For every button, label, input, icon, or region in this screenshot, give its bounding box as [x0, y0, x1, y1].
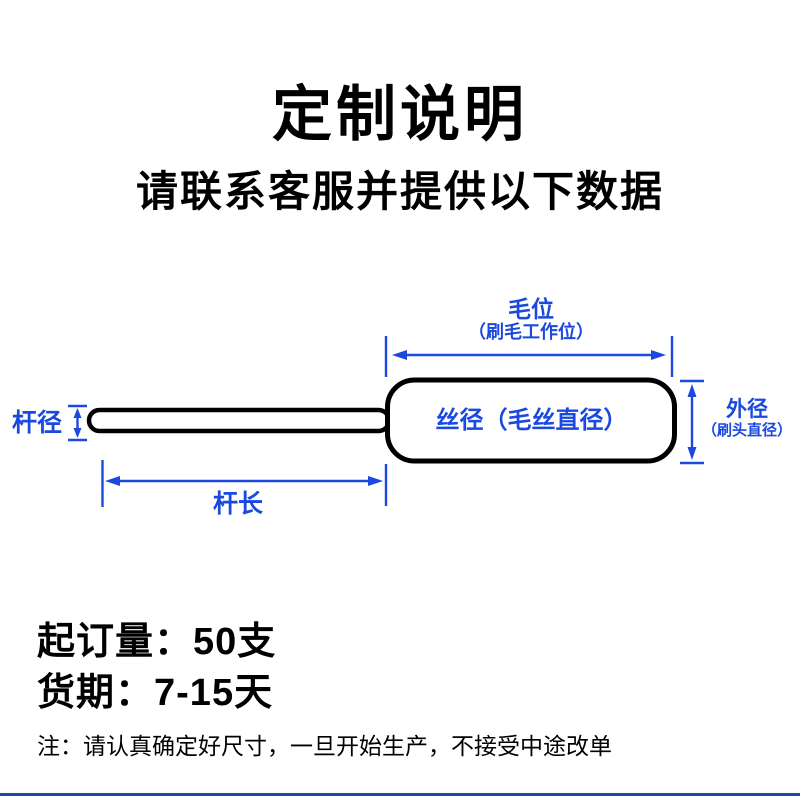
rod-diameter-label: 杆径 — [12, 409, 63, 437]
rod-diameter-arrow-down — [73, 428, 82, 438]
bristle-zone-arrow-right — [651, 350, 666, 360]
rod-length-arrow-right — [368, 476, 383, 486]
brush-rod-shape — [86, 407, 392, 434]
rod-length-label: 杆长 — [212, 490, 263, 518]
outer-diameter-label: 外径 （刷头直径） — [697, 398, 797, 439]
brush-head-shape — [385, 377, 677, 464]
minimum-order-value: 50支 — [193, 621, 277, 663]
dimension-arrowheads — [73, 350, 697, 486]
bristle-zone-label-sub: （刷毛工作位） — [468, 322, 594, 343]
minimum-order-line: 起订量：50支 — [37, 610, 276, 665]
rod-length-arrow-left — [105, 476, 120, 486]
page-title: 定制说明 — [272, 81, 528, 148]
bristle-zone-label: 毛位 （刷毛工作位） — [381, 296, 681, 343]
outer-diameter-label-sub: （刷头直径） — [701, 422, 792, 440]
outer-diameter-arrow-down — [687, 447, 697, 460]
minimum-order-label: 起订量： — [37, 621, 194, 663]
bristle-zone-arrow-left — [392, 350, 407, 360]
lead-time-value: 7-15天 — [154, 672, 274, 714]
wire-diameter-label: 丝径（毛丝直径） — [435, 406, 628, 434]
lead-time-line: 货期：7-15天 — [37, 661, 273, 716]
outer-diameter-arrow-up — [687, 384, 697, 397]
rod-diameter-arrow-up — [73, 408, 82, 418]
lead-time-label: 货期： — [37, 672, 155, 714]
bristle-zone-label-main: 毛位 — [508, 296, 554, 322]
brush-outline — [86, 377, 677, 464]
dimension-lines — [68, 336, 704, 507]
order-note: 注：请认真确定好尺寸，一旦开始生产，不接受中途改单 — [37, 733, 612, 759]
page-subtitle: 请联系客服并提供以下数据 — [135, 168, 664, 215]
outer-diameter-label-main: 外径 — [726, 398, 768, 421]
bottom-divider-line — [0, 793, 800, 796]
